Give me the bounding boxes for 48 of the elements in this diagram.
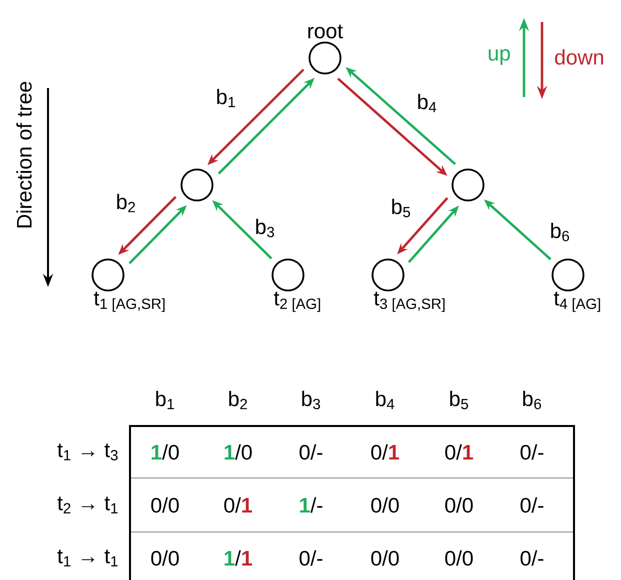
- column-header: b$_{5}$: [450, 390, 468, 410]
- table-cell: 0/-: [520, 497, 544, 513]
- legend-label: down: [555, 49, 604, 65]
- table-cell: 0/-: [520, 444, 544, 460]
- row-header: t$_{2}$ → t$_{1}$: [57, 496, 118, 514]
- tree-node: t$_{1 [AG,SR]}$: [92, 258, 165, 312]
- edge-label: b$_{6}$: [548, 222, 572, 242]
- tree-node: t$_{2 [AG]}$: [272, 258, 320, 312]
- table-cell: 0/0: [445, 550, 473, 566]
- tree-node: t$_{3 [AG,SR]}$: [372, 258, 445, 312]
- legend-label: up: [488, 49, 510, 65]
- node-label: t$_{2 [AG]}$: [274, 292, 320, 312]
- tree-node: [452, 168, 484, 202]
- table-cell: 0/-: [520, 550, 544, 566]
- edge-label: b$_{5}$: [390, 198, 412, 218]
- table-cell: 0/0: [151, 497, 179, 513]
- table-cell: 0/1: [445, 444, 473, 460]
- table-cell: 1/-: [300, 497, 322, 513]
- table-cell: 1/0: [224, 444, 252, 460]
- column-header: b$_{4}$: [376, 390, 394, 410]
- node-label: root: [308, 24, 343, 38]
- table-cell: 1/1: [224, 550, 252, 566]
- row-header: t$_{1}$ → t$_{3}$: [57, 444, 118, 460]
- node-label: t$_{4 [AG]}$: [554, 292, 600, 312]
- table-cell: 0/0: [445, 497, 473, 513]
- table-cell: 1/0: [152, 444, 179, 460]
- tree-node: t$_{4 [AG]}$: [552, 258, 600, 312]
- edge-label: b$_{2}$: [114, 192, 138, 214]
- edge-label: b$_{3}$: [254, 218, 276, 238]
- column-header: b$_{2}$: [229, 390, 247, 410]
- column-header: b$_{6}$: [523, 390, 542, 410]
- row-header: t$_{1}$ → t$_{1}$: [57, 550, 118, 566]
- table-cell: 0/0: [371, 550, 399, 566]
- node-label: t$_{3 [AG,SR]}$: [374, 292, 445, 312]
- table-cell: 0/-: [300, 444, 322, 460]
- node-label: t$_{1 [AG,SR]}$: [94, 292, 165, 312]
- column-header: b$_{1}$: [156, 390, 174, 410]
- table-cell: 0/1: [224, 497, 252, 513]
- table-cell: 0/1: [371, 444, 399, 460]
- tree-node: [180, 168, 214, 202]
- edge-label: b$_{4}$: [416, 92, 438, 114]
- table-cell: 0/-: [300, 550, 322, 566]
- column-header: b$_{3}$: [302, 390, 320, 410]
- table-cell: 0/0: [151, 550, 179, 566]
- tree-node: root: [308, 24, 343, 74]
- table-cell: 0/0: [371, 497, 399, 513]
- edge-label: b$_{1}$: [214, 88, 238, 108]
- axis-label: Direction of tree: [16, 82, 32, 228]
